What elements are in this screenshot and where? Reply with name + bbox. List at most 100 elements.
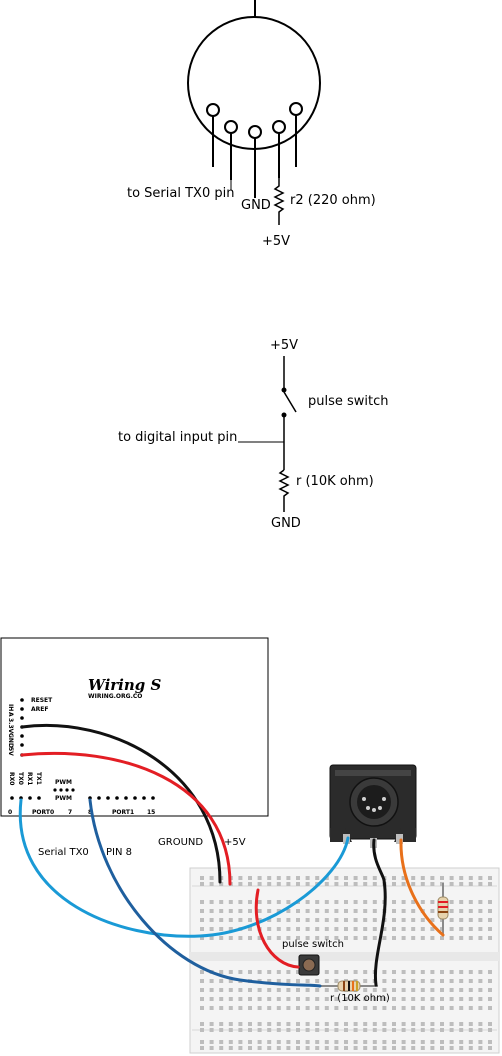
breadboard-hole (353, 900, 358, 904)
breadboard-hole (296, 882, 300, 886)
breadboard-hole (324, 970, 329, 974)
breadboard-hole (411, 970, 416, 974)
breadboard-hole (440, 1006, 444, 1010)
breadboard-hole (257, 1028, 262, 1032)
breadboard-hole (305, 936, 310, 940)
breadboard-hole (334, 997, 339, 1001)
breadboard-hole (248, 909, 252, 913)
breadboard-hole (267, 876, 272, 880)
breadboard-hole (392, 1040, 396, 1044)
breadboard-hole (315, 979, 320, 983)
breadboard-hole (228, 1028, 233, 1032)
breadboard-hole (411, 1006, 416, 1010)
wire-midi-gnd (372, 838, 386, 882)
breadboard-hole (267, 970, 272, 974)
breadboard-hole (257, 918, 262, 922)
breadboard-hole (372, 997, 377, 1001)
breadboard-hole (296, 936, 300, 940)
breadboard-hole (468, 936, 473, 940)
breadboard-hole (219, 1006, 224, 1010)
breadboard-hole (200, 909, 204, 913)
breadboard-hole (238, 900, 243, 904)
breadboard-hole (296, 988, 300, 992)
breadboard-hole (238, 1006, 243, 1010)
breadboard-hole (430, 1006, 435, 1010)
wire-ground (20, 723, 222, 884)
breadboard-hole (344, 900, 348, 904)
breadboard-hole (276, 1040, 281, 1044)
breadboard-hole (468, 988, 473, 992)
breadboard-hole (248, 1040, 252, 1044)
breadboard-hole (315, 909, 320, 913)
breadboard-hole (238, 1046, 243, 1050)
breadboard-hole (372, 909, 377, 913)
breadboard-hole (420, 970, 425, 974)
breadboard-hole (315, 1022, 320, 1026)
breadboard-hole (478, 979, 483, 983)
breadboard-hole (401, 918, 406, 922)
breadboard-hole (353, 1028, 358, 1032)
breadboard-hole (267, 909, 272, 913)
breadboard-hole (334, 882, 339, 886)
breadboard-hole (334, 1040, 339, 1044)
breadboard-hole (228, 936, 233, 940)
breadboard-hole (392, 876, 396, 880)
breadboard-hole (200, 1006, 204, 1010)
midi-serial-label: to Serial TX0 pin (127, 186, 234, 201)
pulse-switch-button (302, 958, 316, 972)
breadboard-hole (420, 936, 425, 940)
breadboard-hole (449, 1028, 454, 1032)
breadboard-hole (401, 909, 406, 913)
serial-pin-labels: RX0 TX0 RX1 TX1 (8, 772, 42, 785)
breadboard-hole (276, 936, 281, 940)
breadboard-hole (200, 882, 204, 886)
breadboard-hole (449, 1022, 454, 1026)
wire-serial-tx0 (18, 798, 350, 938)
breadboard-hole (209, 918, 214, 922)
pin-label-reset: RESET (31, 697, 53, 704)
breadboard-hole (401, 1028, 406, 1032)
breadboard-hole (478, 997, 483, 1001)
breadboard-hole (468, 1022, 473, 1026)
pulse-switch-component (298, 954, 320, 976)
breadboard-hole (276, 1006, 281, 1010)
pin-number-8: 8 (88, 809, 92, 816)
breadboard-hole (353, 927, 358, 931)
breadboard-hole (248, 1046, 252, 1050)
breadboard-hole (257, 1040, 262, 1044)
breadboard-hole (257, 909, 262, 913)
breadboard-hole (372, 1006, 377, 1010)
breadboard-hole (286, 876, 291, 880)
breadboard-hole (257, 997, 262, 1001)
breadboard-hole (420, 900, 425, 904)
resistor-r-label: r (10K ohm) (330, 993, 390, 1004)
breadboard-hole (488, 936, 492, 940)
breadboard-hole (228, 900, 233, 904)
breadboard-hole (468, 882, 473, 886)
port1-label: PORT1 (112, 809, 134, 816)
breadboard-hole (324, 1006, 329, 1010)
breadboard-hole (420, 1046, 425, 1050)
breadboard-hole (267, 900, 272, 904)
breadboard-hole (392, 1028, 396, 1032)
breadboard-hole (219, 936, 224, 940)
breadboard-hole (353, 970, 358, 974)
breadboard-hole (257, 970, 262, 974)
breadboard-hole (363, 997, 368, 1001)
breadboard-hole (324, 1040, 329, 1044)
breadboard-hole (392, 979, 396, 983)
breadboard-hole (459, 909, 464, 913)
switch-resistor-label: r (10K ohm) (296, 474, 374, 489)
breadboard-hole (459, 979, 464, 983)
breadboard-hole (459, 936, 464, 940)
breadboard-hole (488, 927, 492, 931)
breadboard-hole (219, 1046, 224, 1050)
switch-lever (283, 391, 297, 413)
breadboard-hole (286, 936, 291, 940)
breadboard-hole (363, 882, 368, 886)
breadboard-hole (334, 909, 339, 913)
breadboard-hole (468, 876, 473, 880)
resistor-r2-component (437, 883, 449, 935)
breadboard-hole (344, 970, 348, 974)
